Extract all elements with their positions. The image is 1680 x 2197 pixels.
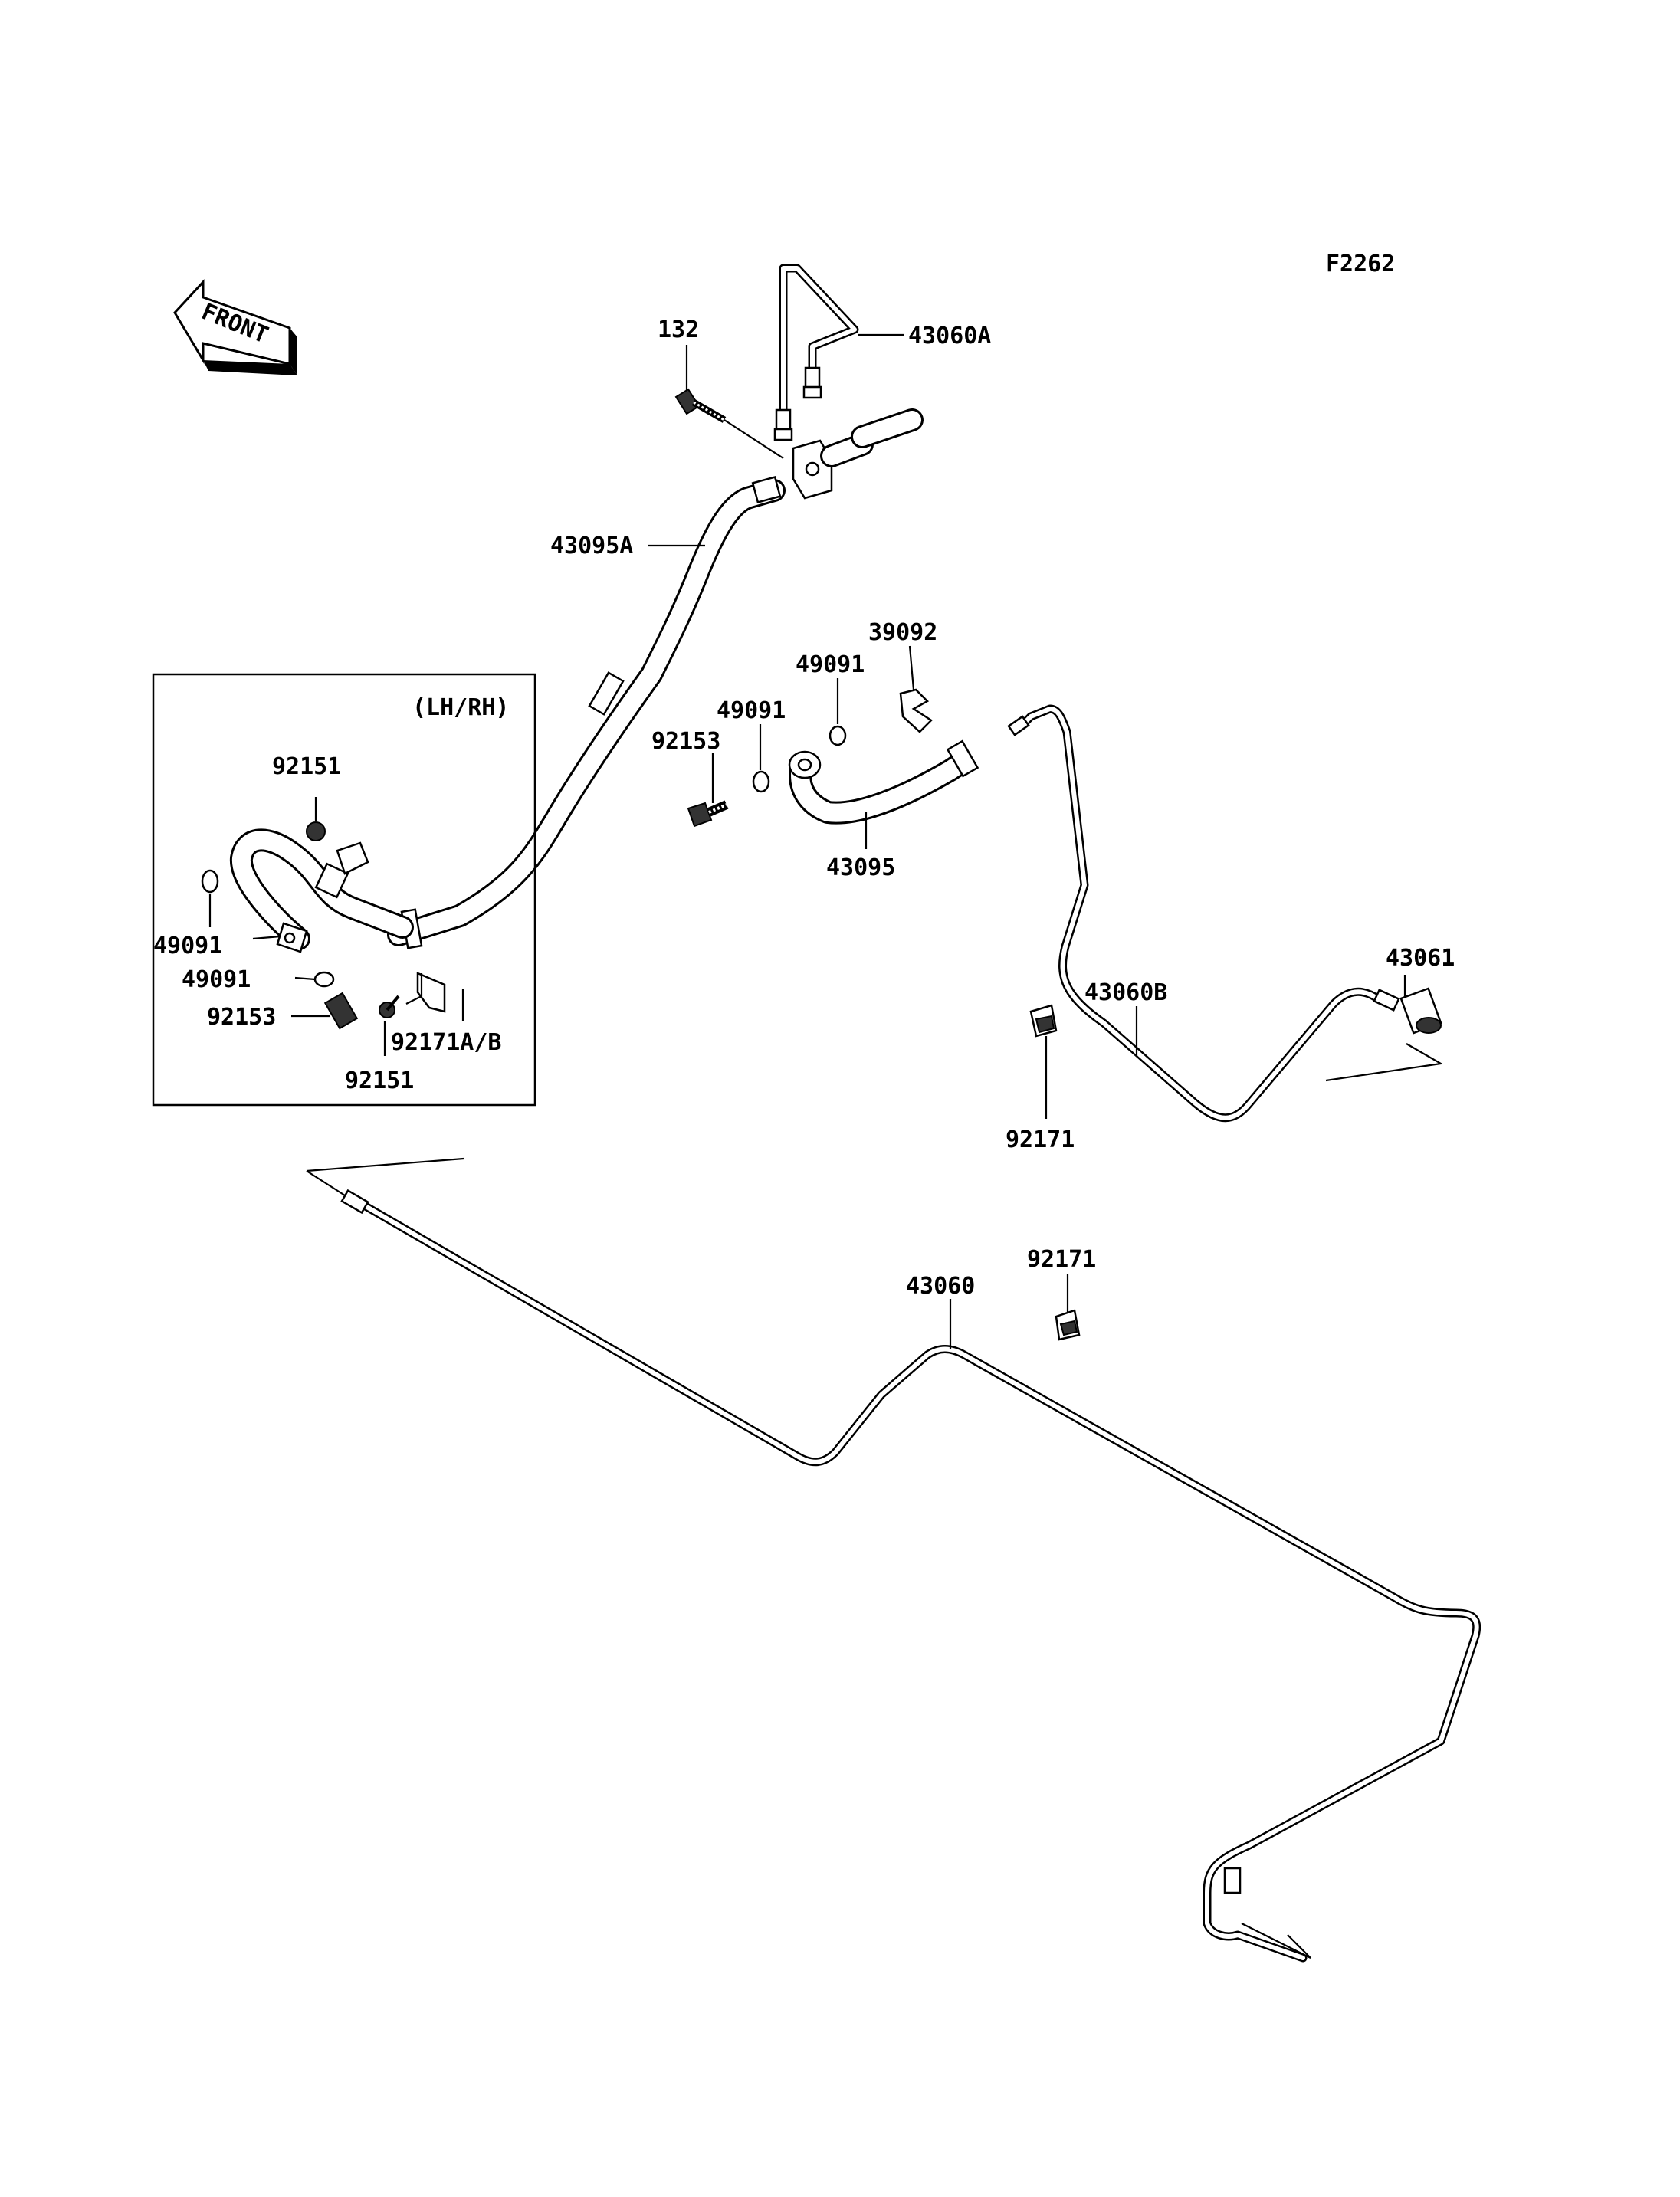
- part-label: 92151: [345, 1067, 414, 1094]
- part-label: 43060A: [908, 323, 991, 349]
- part-label: 49091: [796, 651, 865, 678]
- part-label: 43060: [906, 1273, 975, 1300]
- leader: [724, 419, 784, 459]
- part-label: 43095A: [550, 533, 633, 559]
- clip-92171: [1055, 1309, 1081, 1341]
- washer-49091: [829, 725, 847, 746]
- part-label: 92151: [272, 753, 341, 780]
- part-label: 43061: [1386, 945, 1455, 972]
- diagram-code: F2262: [1326, 251, 1395, 277]
- front-arrow-icon: FRONT: [173, 279, 297, 375]
- part-label: 92171A/B: [391, 1029, 502, 1056]
- part-label: 92171: [1006, 1126, 1075, 1153]
- clip-39092: [899, 688, 933, 733]
- hose-43095A: [387, 476, 786, 949]
- part-label: 43060B: [1084, 979, 1167, 1006]
- bolt-92153: [687, 800, 729, 828]
- reference-line: [306, 1170, 346, 1196]
- part-label: 43095: [826, 854, 895, 881]
- tube-43060B: [1007, 704, 1400, 1123]
- leader: [252, 935, 281, 940]
- reference-line: [1325, 1043, 1444, 1082]
- part-label: 49091: [182, 966, 251, 993]
- tube-43060A: [773, 264, 859, 441]
- part-label: 132: [658, 316, 699, 343]
- inset-washers-bolts: [201, 869, 446, 1030]
- clip-92171: [1029, 1004, 1058, 1038]
- inset-hose: [230, 821, 414, 953]
- junction-block: [792, 408, 924, 500]
- part-label: 49091: [153, 933, 222, 959]
- washer-49091: [752, 770, 770, 793]
- reference-line: [1241, 1923, 1311, 1959]
- inset-box: [152, 673, 536, 1107]
- union-43061: [1399, 987, 1442, 1035]
- leader: [908, 645, 915, 690]
- part-label: 39092: [868, 619, 937, 646]
- part-label: 92171: [1027, 1246, 1096, 1273]
- part-label: 49091: [717, 697, 786, 724]
- inset-label: (LH/RH): [412, 694, 509, 721]
- hose-43095: [788, 739, 979, 825]
- leader: [294, 976, 316, 981]
- part-label: 92153: [651, 728, 720, 755]
- bolt-132: [674, 388, 727, 423]
- reference-line: [306, 1157, 464, 1172]
- part-label: 92153: [207, 1004, 276, 1031]
- tube-43060: [340, 1189, 1481, 1963]
